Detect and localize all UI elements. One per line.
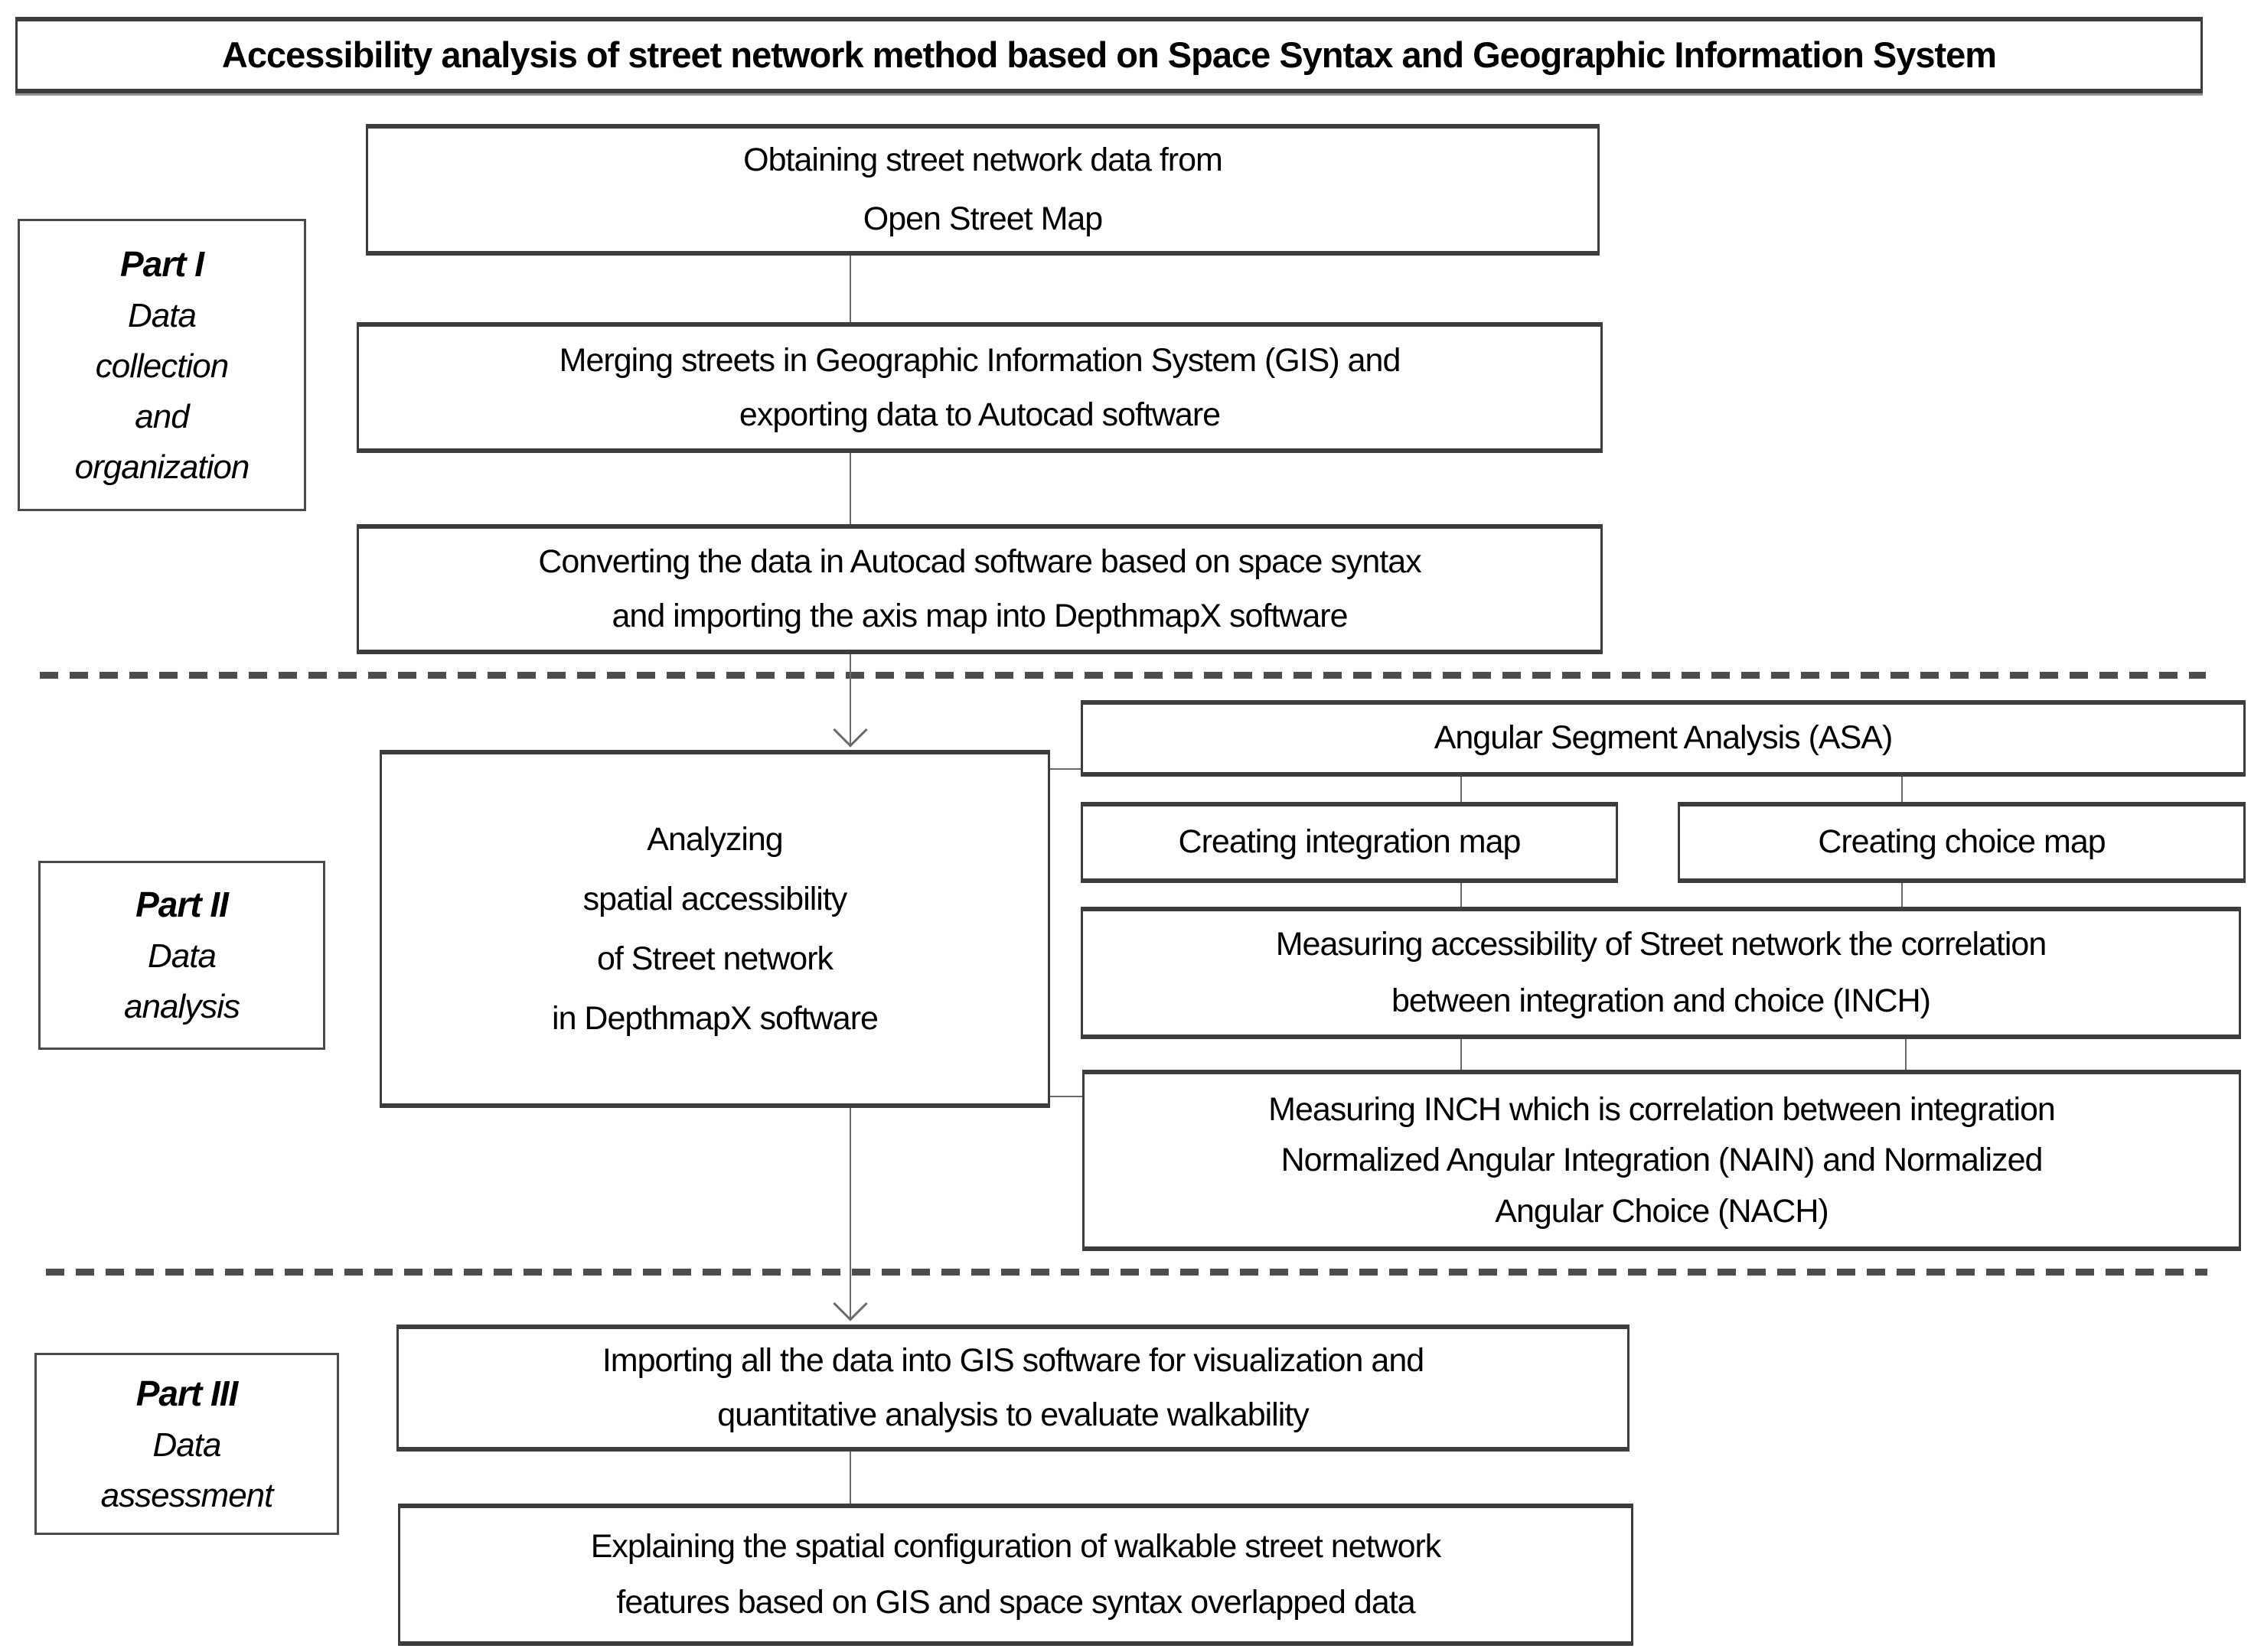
part-i-description: Data collection and organization: [74, 296, 250, 486]
connector-inch-to-nain-nach-left: [1460, 1039, 1462, 1070]
connector-obtaining-to-merging: [850, 256, 851, 323]
connector-analyzing-to-nain-nach: [1049, 1096, 1084, 1097]
part-iii-box: Part III Data assessment: [34, 1353, 339, 1535]
part-ii-box: Part II Data analysis: [38, 861, 325, 1050]
part-i-title: Part I: [119, 243, 204, 284]
step-creating-choice-map: Creating choice map: [1678, 802, 2246, 883]
connector-inch-to-nain-nach-right: [1905, 1039, 1907, 1070]
step-measuring-nain-nach: Measuring INCH which is correlation betw…: [1082, 1070, 2241, 1251]
step-creating-integration-map: Creating integration map: [1081, 802, 1618, 883]
step-analyzing-spatial-accessibility: Analyzing spatial accessibility of Stree…: [380, 750, 1050, 1108]
step-measuring-inch: Measuring accessibility of Street networ…: [1081, 907, 2241, 1039]
connector-converting-to-analyzing: [850, 654, 851, 745]
connector-asa-to-integration-map: [1460, 777, 1462, 803]
connector-importing-to-explaining: [850, 1452, 851, 1504]
connector-merging-to-converting: [850, 453, 851, 525]
part-iii-title: Part III: [135, 1373, 239, 1413]
connector-choice-map-to-inch: [1901, 883, 1903, 907]
arrowhead-to-importing: [833, 1286, 868, 1321]
arrowhead-to-analyzing: [833, 712, 868, 748]
step-angular-segment-analysis: Angular Segment Analysis (ASA): [1081, 700, 2246, 777]
step-merging-streets-gis: Merging streets in Geographic Informatio…: [357, 322, 1603, 453]
step-importing-data-gis: Importing all the data into GIS software…: [396, 1325, 1629, 1452]
part-i-box: Part I Data collection and organization: [18, 219, 306, 511]
section-divider-part2-part3: [46, 1269, 2207, 1276]
step-obtaining-street-network-data: Obtaining street network data from Open …: [366, 124, 1600, 256]
connector-integration-map-to-inch: [1460, 883, 1462, 907]
connector-analyzing-to-asa: [1049, 768, 1082, 770]
section-divider-part1-part2: [40, 672, 2206, 679]
flowchart-title: Accessibility analysis of street network…: [15, 17, 2203, 93]
connector-asa-to-choice-map: [1901, 777, 1903, 803]
step-converting-data-autocad: Converting the data in Autocad software …: [357, 524, 1603, 654]
part-ii-description: Data analysis: [124, 937, 240, 1025]
part-iii-description: Data assessment: [100, 1426, 274, 1514]
connector-analyzing-to-importing: [850, 1108, 851, 1319]
part-ii-title: Part II: [135, 885, 229, 924]
step-explaining-spatial-configuration: Explaining the spatial configuration of …: [398, 1504, 1633, 1646]
